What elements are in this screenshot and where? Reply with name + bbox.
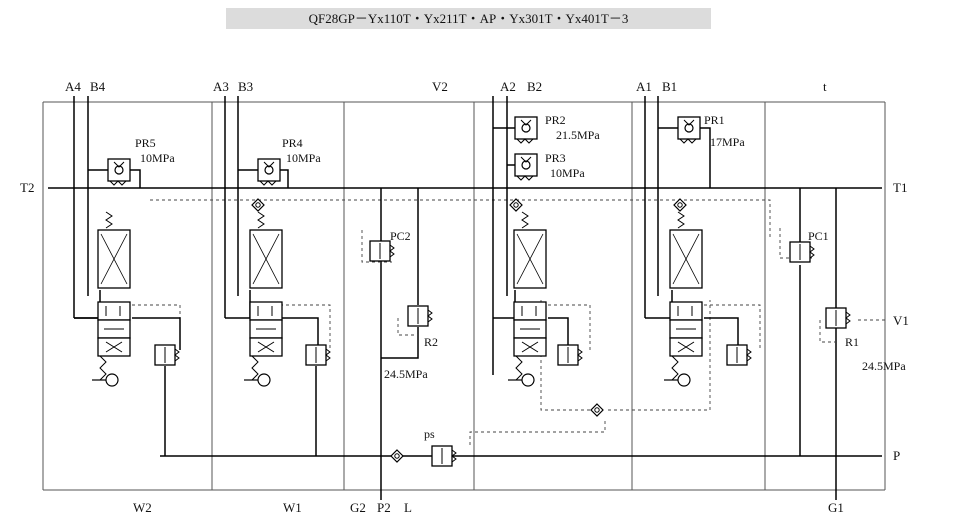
pr5-valve <box>107 158 131 186</box>
port-v1: V1 <box>893 313 909 328</box>
pr4-pressure: 10MPa <box>286 151 321 165</box>
r1-pressure: 24.5MPa <box>862 359 906 373</box>
n-valve-1 <box>726 344 752 366</box>
port-a1: A1 <box>636 79 652 94</box>
spool-section-2 <box>507 211 547 387</box>
pc2-label: PC2 <box>390 229 411 243</box>
check-valve-3 <box>251 198 265 212</box>
check-valve-2 <box>509 198 523 212</box>
port-t1: T1 <box>893 180 907 195</box>
r2-valve <box>407 305 433 327</box>
pc1-label: PC1 <box>808 229 829 243</box>
pr1-label: PR1 <box>704 113 725 127</box>
r1-valve <box>825 307 851 329</box>
pr2-valve <box>514 116 538 144</box>
pr3-valve <box>514 153 538 181</box>
ps-valve <box>431 445 457 467</box>
check-valve-p <box>390 449 404 463</box>
pr5-pressure: 10MPa <box>140 151 175 165</box>
title-bar: QF28GP－Yx110T・Yx211T・AP・Yx301T・Yx401T－3 <box>226 8 711 29</box>
r1-label: R1 <box>845 335 859 349</box>
port-b1: B1 <box>662 79 677 94</box>
port-t2: T2 <box>20 180 34 195</box>
section-frames <box>42 101 886 491</box>
port-w1: W1 <box>283 500 302 515</box>
pr3-pressure: 10MPa <box>550 166 585 180</box>
spool-section-1 <box>663 211 703 387</box>
port-v2: V2 <box>432 79 448 94</box>
pilot-line-s1 <box>704 304 761 350</box>
pc1-valve <box>789 241 815 263</box>
pc2-valve <box>369 240 395 262</box>
spool-section-4 <box>91 211 131 387</box>
section-a1-b1 <box>644 96 752 387</box>
pr2-label: PR2 <box>545 113 566 127</box>
r2-label: R2 <box>424 335 438 349</box>
diagram-title: QF28GP－Yx110T・Yx211T・AP・Yx301T・Yx401T－3 <box>308 11 629 26</box>
section-a3-b3 <box>224 96 331 456</box>
pilot-line-ps <box>469 420 606 445</box>
port-t: t <box>823 79 827 94</box>
shuttle-valve <box>590 403 604 417</box>
port-b4: B4 <box>90 79 106 94</box>
n-valve-3 <box>305 344 331 366</box>
port-b3: B3 <box>238 79 253 94</box>
port-a2: A2 <box>500 79 516 94</box>
pr2-pressure: 21.5MPa <box>556 128 600 142</box>
pilot-line-s2 <box>548 304 591 350</box>
section-a4-b4 <box>73 96 181 456</box>
pr1-valve <box>677 116 701 144</box>
pilot-line-upper <box>150 199 771 240</box>
port-a3: A3 <box>213 79 229 94</box>
pr5-label: PR5 <box>135 136 156 150</box>
pr1-pressure: 17MPa <box>710 135 745 149</box>
port-p: P <box>893 448 900 463</box>
section-v2 <box>361 188 457 500</box>
pilot-line-shuttle-right <box>608 300 711 411</box>
line-pr5-return <box>130 169 141 188</box>
port-l: L <box>404 500 412 515</box>
ps-label: ps <box>424 427 435 441</box>
port-p2: P2 <box>377 500 391 515</box>
r2-pressure: 24.5MPa <box>384 367 428 381</box>
port-b2: B2 <box>527 79 542 94</box>
n-valve-4 <box>154 344 180 366</box>
pr4-label: PR4 <box>282 136 303 150</box>
n-valve-2 <box>557 344 583 366</box>
pr4-valve <box>257 158 281 186</box>
port-a4: A4 <box>65 79 81 94</box>
port-g2: G2 <box>350 500 366 515</box>
pr3-label: PR3 <box>545 151 566 165</box>
section-t <box>779 188 885 500</box>
port-g1: G1 <box>828 500 844 515</box>
section-a2-b2 <box>492 96 604 417</box>
port-w2: W2 <box>133 500 152 515</box>
check-valve-1 <box>673 198 687 212</box>
